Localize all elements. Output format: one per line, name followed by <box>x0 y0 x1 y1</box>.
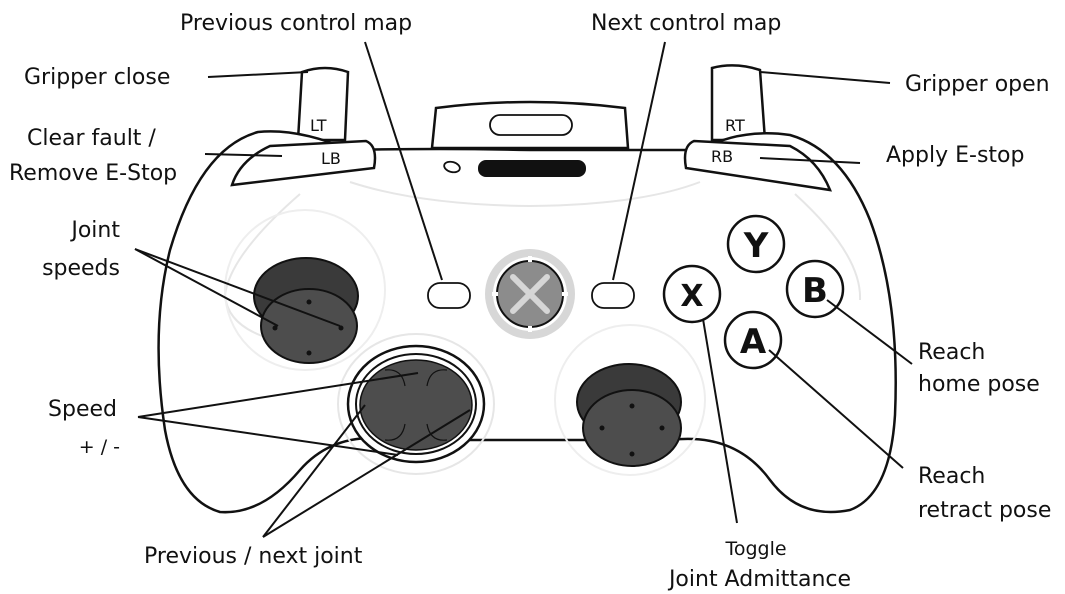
leader-apply-estop <box>759 157 861 164</box>
button-b: B <box>785 259 845 319</box>
left-trigger: LT <box>296 66 350 142</box>
left-thumbstick <box>224 209 386 371</box>
leader-speed-minus <box>137 416 399 456</box>
right-grip-contour <box>794 193 862 301</box>
leader-gripper-close <box>207 71 309 78</box>
right-trigger: RT <box>710 64 767 142</box>
button-x: X <box>662 264 722 324</box>
button-a: A <box>723 310 783 370</box>
label-clear-fault-line2: Remove E-Stop <box>9 161 177 186</box>
leader-reach-home <box>826 299 913 365</box>
label-reach-retract-line2: retract pose <box>918 498 1051 523</box>
label-joint-speeds-line2: speeds <box>42 256 120 281</box>
rt-label: RT <box>725 116 745 135</box>
button-y: Y <box>726 214 786 274</box>
button-x-letter: X <box>680 279 703 314</box>
right-thumbstick <box>554 324 706 476</box>
right-bumper: RB <box>683 139 832 192</box>
button-b-letter: B <box>802 271 828 311</box>
label-previous-next-joint: Previous / next joint <box>144 544 363 569</box>
back-button <box>427 282 471 309</box>
label-toggle-line1: Toggle <box>724 538 786 560</box>
leader-speed-plus <box>137 372 419 418</box>
leader-gripper-open <box>759 71 891 84</box>
label-reach-retract-line1: Reach <box>918 464 985 489</box>
top-port <box>430 100 630 150</box>
label-reach-home-line1: Reach <box>918 340 985 365</box>
start-button <box>591 282 635 309</box>
leader-toggle-admittance <box>702 318 738 524</box>
label-clear-fault-line1: Clear fault / <box>27 126 156 151</box>
d-pad <box>337 333 495 475</box>
left-bumper: LB <box>230 139 377 187</box>
label-previous-control-map: Previous control map <box>180 11 412 36</box>
leader-reach-retract <box>768 349 904 469</box>
leader-joint-speeds-a <box>134 248 279 327</box>
label-gripper-open: Gripper open <box>905 72 1050 97</box>
label-speed: Speed <box>48 397 117 422</box>
label-toggle-line2: Joint Admittance <box>667 567 851 592</box>
leader-joint-speeds-b <box>134 248 341 327</box>
label-speed-sign: + / - <box>79 436 120 458</box>
button-y-letter: Y <box>743 226 769 266</box>
body-contour <box>349 181 701 208</box>
guide-button <box>485 249 575 339</box>
status-led <box>443 160 461 174</box>
leader-lines <box>134 41 913 538</box>
rb-label: RB <box>711 147 733 166</box>
leader-next-control-map <box>612 41 666 281</box>
lb-label: LB <box>321 149 341 168</box>
lt-label: LT <box>310 116 327 135</box>
label-next-control-map: Next control map <box>591 11 781 36</box>
leader-previous-control-map <box>364 41 443 281</box>
leader-next-joint <box>262 409 471 538</box>
leader-previous-joint <box>262 404 366 538</box>
label-joint-speeds-line1: Joint <box>69 218 120 243</box>
label-gripper-close: Gripper close <box>24 65 170 90</box>
label-reach-home-line2: home pose <box>918 372 1040 397</box>
label-apply-estop: Apply E-stop <box>886 143 1024 168</box>
button-a-letter: A <box>740 322 767 362</box>
speaker-bar <box>478 160 586 177</box>
leader-clear-fault <box>204 153 283 157</box>
